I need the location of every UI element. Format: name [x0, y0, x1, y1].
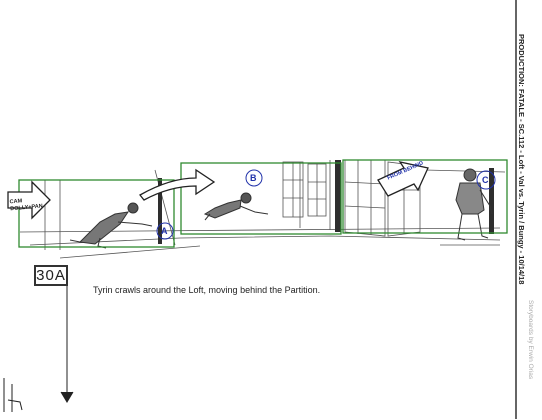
frame-a-label: A: [161, 226, 168, 236]
arrow-a-to-b: [139, 168, 216, 201]
panel-description: Tyrin crawls around the Loft, moving beh…: [93, 285, 321, 295]
frame-a: [18, 179, 175, 248]
figure-c: [455, 168, 493, 241]
frame-c-label: C: [482, 175, 489, 185]
frame-b: [180, 162, 342, 235]
timeline-arrow-head: [60, 391, 74, 403]
figure-a: [69, 202, 153, 249]
cam-entry-arrow: [7, 180, 51, 220]
panel-number: 30A: [34, 265, 68, 286]
frame-letter-circles: [156, 169, 496, 240]
camera-move-arrows: [7, 161, 429, 220]
pillar-shading: [158, 160, 494, 244]
figure-b: [203, 192, 269, 221]
storyboard-credit: Storyboards by Erwin Orias: [527, 300, 534, 380]
camera-move-label: CAM DOLLY+PAN: [9, 198, 44, 213]
scene-marks: [3, 286, 74, 412]
frame-b-label: B: [250, 173, 257, 183]
camera-frames: [18, 159, 508, 248]
arrow-b-to-c: [377, 161, 429, 197]
frame-c: [342, 159, 508, 234]
